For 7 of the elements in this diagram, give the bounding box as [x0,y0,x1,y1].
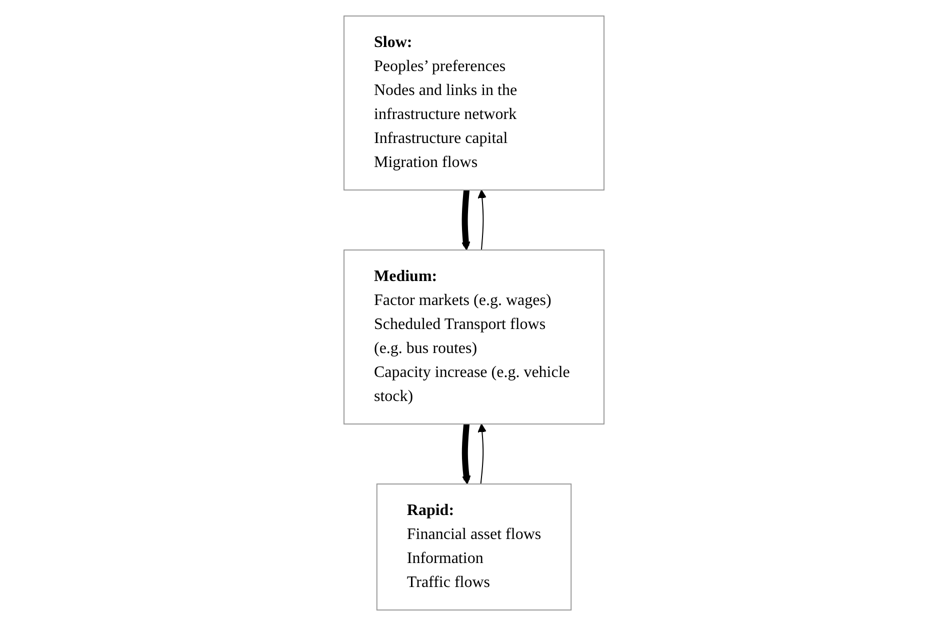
arrow [461,424,470,484]
node-box: Medium: Factor markets (e.g. wages) Scheduled Transport flows (e.g. bus routes) Capacity increase (e.g. vehicle stock) [343,250,604,424]
node-box: Slow: Peoples’ preferences Nodes and links in the infrastructure network Infrastructure capital Migration flows [343,16,604,190]
arrow [477,190,486,250]
arrow [461,190,470,250]
arrow [477,424,486,484]
node-box: Rapid: Financial asset flows Information Traffic flows [376,484,572,610]
